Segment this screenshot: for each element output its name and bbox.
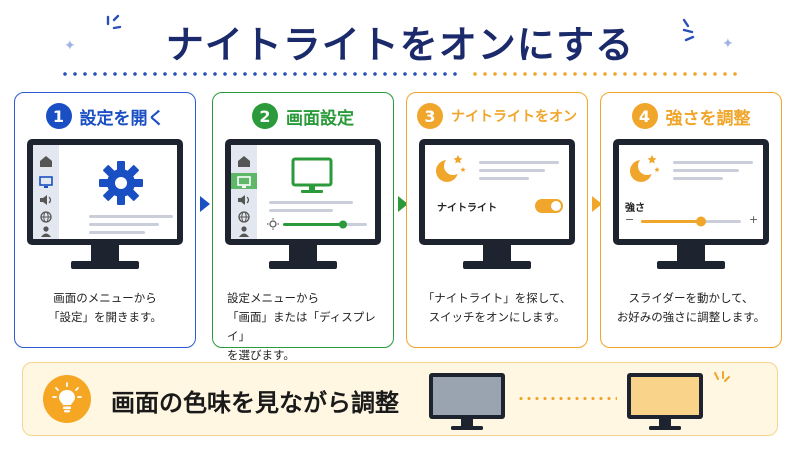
monitor-before-icon	[429, 373, 505, 430]
transition-dotted-line	[517, 397, 617, 400]
strength-label: 強さ	[625, 203, 645, 214]
step-description: 「ナイトライト」を探して、 スイッチをオンにします。	[422, 291, 572, 324]
monitor-after-icon	[627, 373, 703, 430]
step-number: 4	[631, 103, 658, 129]
arrow-right-icon	[592, 196, 602, 212]
monitor-illustration	[419, 139, 575, 269]
step-card-2: 2 画面設定 設定メニューから 「画面」または「ディスプレイ」 を選びます	[212, 92, 394, 362]
tip-banner: 画面の色味を見ながら調整	[22, 362, 778, 436]
step-title: 画面設定	[286, 108, 354, 129]
title-divider-blue	[60, 72, 460, 76]
step-number: 3	[417, 103, 443, 129]
step-number: 1	[45, 103, 72, 129]
minus-icon: −	[625, 213, 635, 226]
home-icon	[40, 156, 52, 167]
night-light-label: ナイトライト	[437, 203, 497, 214]
moon-stars-icon	[436, 155, 466, 182]
sound-icon	[238, 195, 250, 205]
title-divider-orange	[470, 72, 742, 76]
strength-slider	[641, 216, 741, 227]
step-number: 2	[252, 103, 278, 129]
sparkle-icon: ✦	[64, 38, 76, 54]
step-card-3: 3 ナイトライトをオン ナイトライト 「ナイトライト」を探して、	[406, 92, 588, 348]
monitor-illustration	[613, 139, 769, 269]
home-icon	[238, 156, 250, 167]
monitor-icon	[291, 157, 333, 193]
step-description: 画面のメニューから 「設定」を開きます。	[48, 291, 162, 324]
step-description: スライダーを動かして、 お好みの強さに調整します。	[616, 291, 766, 324]
monitor-illustration	[27, 139, 183, 269]
step-description: 設定メニューから 「画面」または「ディスプレイ」 を選びます。	[227, 291, 376, 362]
step-title: 強さを調整	[665, 108, 751, 129]
step-card-4: 4 強さを調整 強さ − + スライ	[600, 92, 782, 348]
plus-icon: +	[749, 213, 759, 226]
lightbulb-icon	[43, 375, 91, 423]
arrow-right-icon	[200, 196, 210, 212]
moon-stars-icon	[630, 155, 660, 182]
step-title: ナイトライトをオン	[451, 109, 577, 125]
arrow-right-icon	[398, 196, 408, 212]
gear-icon	[99, 161, 143, 205]
burst-left-icon	[106, 14, 122, 30]
display-icon	[39, 176, 53, 188]
globe-icon	[40, 211, 52, 223]
sparkle-icon: ✦	[722, 36, 734, 52]
user-icon	[41, 226, 51, 237]
burst-right-icon	[682, 18, 695, 42]
monitor-illustration	[225, 139, 381, 269]
step-title: 設定を開く	[79, 108, 165, 129]
burst-icon	[714, 371, 730, 382]
toggle-switch-on	[535, 199, 563, 213]
page-title: ナイトライトをオンにする	[165, 23, 635, 67]
brightness-icon	[267, 218, 279, 230]
user-icon	[239, 226, 249, 237]
tip-text: 画面の色味を見ながら調整	[111, 389, 399, 417]
step-card-1: 1 設定を開く	[14, 92, 196, 348]
display-icon	[237, 176, 251, 188]
globe-icon	[238, 211, 250, 223]
sound-icon	[40, 195, 52, 205]
